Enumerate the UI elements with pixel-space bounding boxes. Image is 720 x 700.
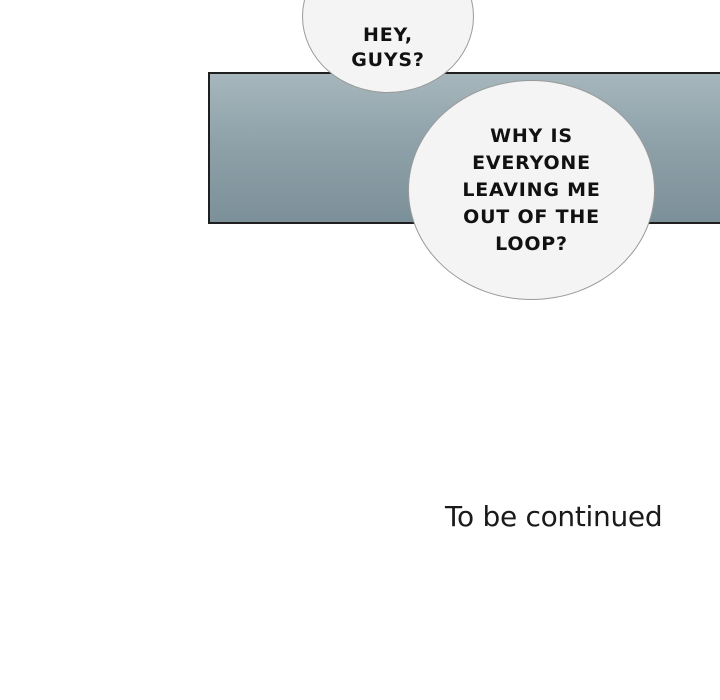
speech-bubble-hey-guys: HEY, GUYS? [302,0,474,93]
speech-bubble-text: WHY IS EVERYONE LEAVING ME OUT OF THE LO… [462,123,600,258]
speech-line: LOOP? [495,232,568,255]
speech-bubble-why-is-everyone: WHY IS EVERYONE LEAVING ME OUT OF THE LO… [408,80,655,300]
speech-bubble-text: HEY, GUYS? [351,0,425,73]
speech-line: EVERYONE [472,151,591,174]
speech-line: WHY IS [490,124,573,147]
speech-line: GUYS? [351,48,425,71]
speech-line: HEY, [363,23,413,46]
speech-line: LEAVING ME [462,178,601,201]
to-be-continued-text: To be continued [445,500,663,533]
speech-line: OUT OF THE [463,205,600,228]
